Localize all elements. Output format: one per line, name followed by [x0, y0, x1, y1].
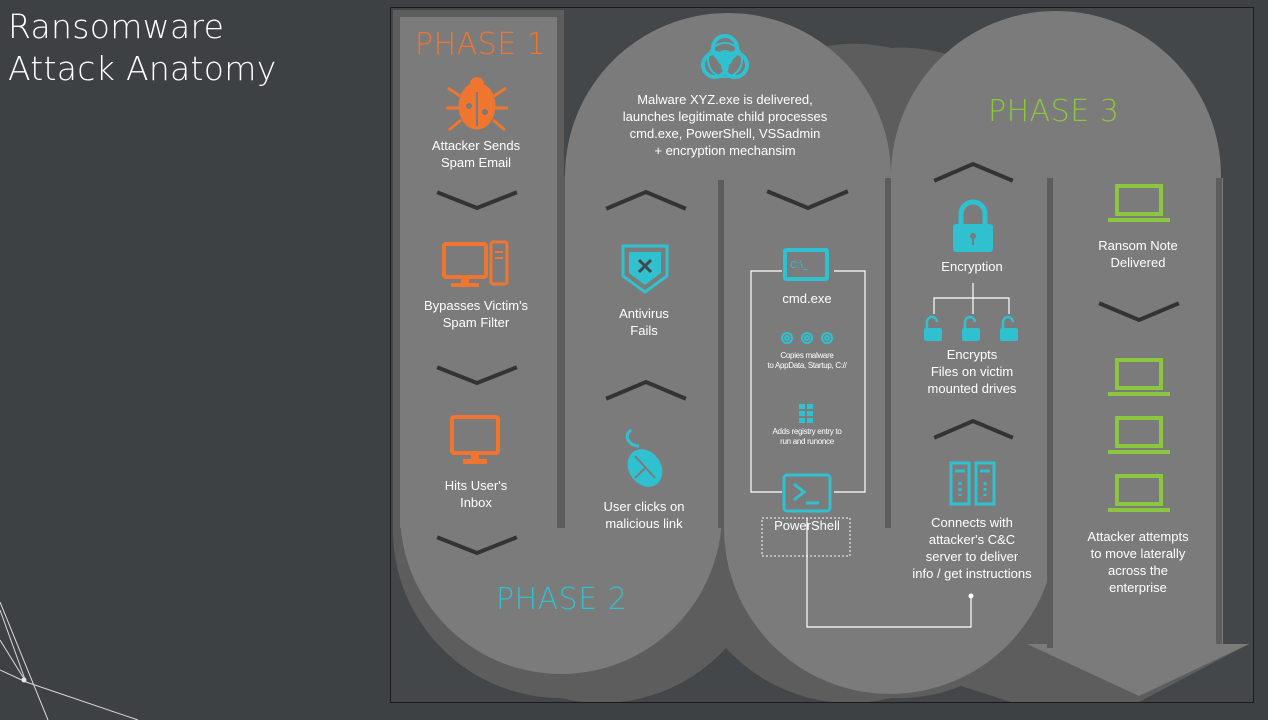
- biohazard-small-icons: [781, 332, 833, 344]
- ransom-note-label: Ransom Note Delivered: [1098, 238, 1178, 270]
- shield-icon: [621, 244, 669, 294]
- cmd-prompt-text: C:\_: [790, 260, 809, 271]
- title-line-1: Ransomware: [8, 7, 225, 46]
- antivirus-fails-label: Antivirus Fails: [619, 306, 669, 338]
- title-line-2: Attack Anatomy: [8, 49, 277, 88]
- phase-2-heading: PHASE 2: [496, 582, 628, 617]
- terminal-icon: C:\_: [783, 248, 829, 281]
- unlock-icons: [924, 315, 1018, 341]
- diagram-bands: C:\_: [393, 10, 1249, 702]
- malware-delivery-text: Malware XYZ.exe is delivered, launches l…: [622, 92, 828, 158]
- decorative-lines: [0, 601, 139, 720]
- cmd-exe-label: cmd.exe: [782, 291, 832, 306]
- registry-icon: [799, 404, 813, 423]
- encrypts-files-label: Encrypts Files on victim mounted drives: [927, 347, 1017, 396]
- powershell-icon: [782, 473, 832, 513]
- registry-entry-text: Adds registry entry to run and runonce: [772, 427, 842, 446]
- bug-icon: [446, 77, 508, 132]
- phase-1-heading: PHASE 1: [415, 27, 547, 62]
- step-send-spam-label: Attacker Sends Spam Email: [431, 138, 521, 170]
- powershell-label: PowerShell: [774, 518, 840, 533]
- user-clicks-label: User clicks on malicious link: [603, 499, 685, 531]
- biohazard-icon: [701, 34, 749, 79]
- encryption-label: Encryption: [941, 259, 1003, 274]
- copies-malware-text: Copies malware to AppData, Startup, C://: [767, 351, 847, 370]
- computer-icon: [442, 240, 509, 287]
- server-icon: [949, 461, 996, 506]
- phase-3-heading: PHASE 3: [988, 94, 1120, 129]
- connects-cc-label: Connects with attacker's C&C server to d…: [912, 515, 1032, 581]
- lateral-movement-label: Attacker attempts to move laterally acro…: [1087, 529, 1189, 595]
- step-hits-inbox-label: Hits User's Inbox: [444, 478, 508, 510]
- attack-diagram: C:\_: [390, 7, 1254, 703]
- page-title: Ransomware Attack Anatomy: [8, 6, 277, 90]
- step-bypass-filter-label: Bypasses Victim's Spam Filter: [423, 298, 529, 330]
- padlock-icon: [953, 199, 993, 252]
- laptop-icons: [1108, 184, 1170, 512]
- mouse-icon: [625, 428, 663, 487]
- monitor-icon: [450, 415, 500, 464]
